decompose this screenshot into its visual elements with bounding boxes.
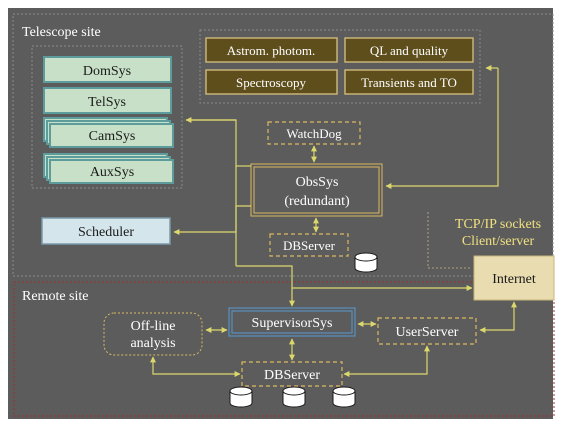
client-server-label: Client/server bbox=[462, 234, 535, 249]
remote-dbserver-label: DBServer bbox=[264, 368, 320, 383]
domsys-label: DomSys bbox=[83, 64, 131, 79]
remote-site-frame bbox=[13, 281, 555, 417]
telescope-internet-dotted-link bbox=[427, 212, 472, 269]
subsystems-group bbox=[31, 45, 183, 189]
bus-supervisor-arrow bbox=[236, 265, 295, 307]
pipeline-transients-label: Transients and TO bbox=[361, 75, 457, 90]
offline-dbserver-arrow bbox=[150, 356, 241, 377]
remote-database-icon-2 bbox=[282, 386, 306, 408]
internet-label: Internet bbox=[492, 272, 536, 287]
pipeline-ql-quality: QL and quality bbox=[344, 37, 474, 63]
supervisorsys-node: SupervisorSys bbox=[228, 307, 356, 337]
obssys-label: ObsSys bbox=[296, 175, 339, 190]
tcpip-label: TCP/IP sockets bbox=[455, 217, 541, 232]
telescope-database-icon bbox=[354, 252, 378, 273]
pipeline-spectroscopy-label: Spectroscopy bbox=[236, 75, 307, 90]
userserver-node: UserServer bbox=[377, 317, 477, 345]
obssys-node: ObsSys (redundant) bbox=[250, 163, 383, 217]
camsys-label: CamSys bbox=[89, 129, 136, 144]
pipeline-spectroscopy: Spectroscopy bbox=[205, 69, 338, 95]
internet-obssys-arrow bbox=[385, 68, 499, 189]
watchdog-node: WatchDog bbox=[267, 121, 361, 145]
watchdog-label: WatchDog bbox=[286, 126, 342, 141]
userserver-dbserver-arrow bbox=[343, 345, 430, 377]
supervisorsys-label: SupervisorSys bbox=[252, 316, 333, 331]
telescope-site-label: Telescope site bbox=[22, 25, 101, 40]
internet-node: Internet bbox=[473, 255, 555, 301]
offline-analysis-node: Off-line analysis bbox=[103, 312, 203, 356]
userserver-label: UserServer bbox=[396, 325, 459, 340]
telescope-site-frame bbox=[12, 13, 554, 277]
obssys-redundant-label: (redundant) bbox=[284, 194, 350, 209]
scheduler-label: Scheduler bbox=[78, 225, 134, 240]
domsys-node: DomSys bbox=[43, 56, 172, 83]
pipeline-astrom-photom: Astrom. photom. bbox=[205, 37, 338, 63]
userserver-internet-arrow bbox=[479, 301, 517, 333]
telsys-node: TelSys bbox=[43, 87, 172, 114]
pipeline-transients: Transients and TO bbox=[344, 69, 474, 95]
remote-database-icon-3 bbox=[332, 386, 356, 408]
pipelines-group bbox=[199, 29, 481, 104]
telsys-label: TelSys bbox=[88, 95, 126, 110]
remote-dbserver-node: DBServer bbox=[241, 361, 343, 387]
auxsys-node: AuxSys bbox=[43, 153, 174, 184]
telescope-dbserver-label: DBServer bbox=[283, 238, 336, 253]
telescope-dbserver-node: DBServer bbox=[269, 233, 349, 257]
analysis-label: analysis bbox=[130, 336, 175, 351]
pipeline-astrom-photom-label: Astrom. photom. bbox=[227, 43, 315, 58]
remote-site-label: Remote site bbox=[22, 289, 89, 304]
scheduler-node: Scheduler bbox=[41, 217, 171, 245]
camsys-node: CamSys bbox=[43, 117, 174, 148]
pipeline-ql-quality-label: QL and quality bbox=[370, 43, 449, 58]
auxsys-label: AuxSys bbox=[90, 165, 134, 180]
offline-label: Off-line bbox=[131, 319, 176, 334]
remote-database-icon-1 bbox=[229, 386, 253, 408]
obssys-scheduler-arrow bbox=[173, 205, 251, 235]
